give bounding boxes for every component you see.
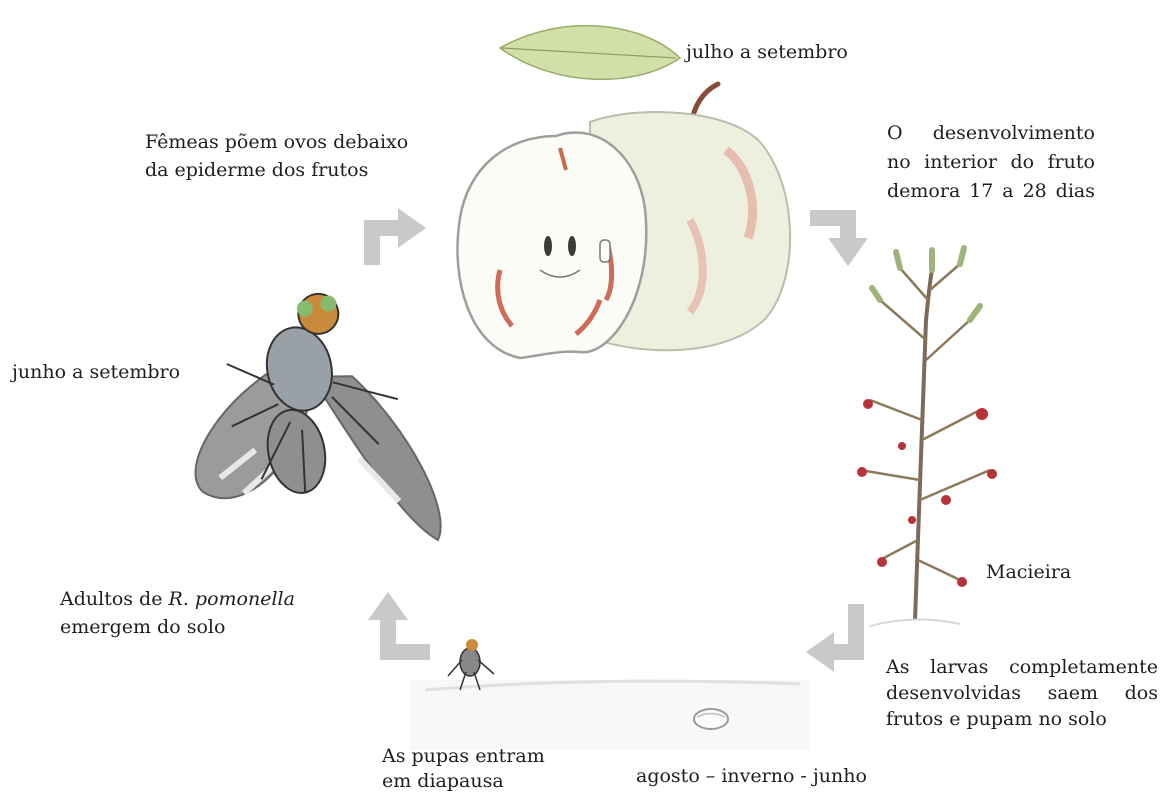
tree-fruit <box>957 577 967 587</box>
fly-illustration <box>164 278 445 586</box>
apple-illustration <box>458 26 791 358</box>
larvae-line: desenvolvidas saem dos <box>886 681 1158 706</box>
pupae-line: em diapausa <box>382 769 504 794</box>
adults-line: Adultos de R. pomonella <box>60 587 295 612</box>
cycle-arrow-icon <box>388 616 430 652</box>
cycle-arrow-icon <box>398 208 426 248</box>
adult-period-label: junho a setembro <box>12 360 180 385</box>
cycle-arrow-icon <box>806 632 834 672</box>
oviposition-line: da epiderme dos frutos <box>145 158 368 183</box>
larva <box>600 240 610 262</box>
cycle-arrow-icon <box>828 238 868 266</box>
tree-fruit <box>863 399 873 409</box>
tree-fruit <box>987 469 997 479</box>
cycle-arrow-icon <box>368 592 408 620</box>
tree-fruit <box>898 442 906 450</box>
pupa-period-label: agosto – inverno - junho <box>636 764 867 789</box>
tree-fruit <box>877 557 887 567</box>
pupae-line: As pupas entram <box>382 744 545 769</box>
development-line: demora 17 a 28 dias <box>887 179 1095 204</box>
apple-seed <box>568 236 576 256</box>
adults-line: emergem do solo <box>60 615 225 640</box>
tree-fruit <box>908 516 916 524</box>
development-line: no interior do fruto <box>887 150 1095 175</box>
tree-fruit <box>941 495 951 505</box>
tree-fruit <box>857 467 867 477</box>
tree-name-label: Macieira <box>986 560 1071 585</box>
pupa-illustration <box>694 709 728 729</box>
larvae-line: As larvas completamente <box>886 655 1158 680</box>
tree-illustration <box>857 248 997 626</box>
adults-prefix: Adultos de <box>60 588 169 610</box>
tree-fruit <box>976 408 988 420</box>
development-line: O desenvolvimento <box>887 121 1095 146</box>
apple-seed <box>544 236 552 256</box>
soil-background <box>410 680 810 750</box>
oviposition-line: Fêmeas põem ovos debaixo <box>145 130 408 155</box>
fly-right-wing <box>311 357 444 559</box>
tree-trunk <box>915 270 932 620</box>
species-name: R. pomonella <box>169 588 295 610</box>
larvae-line: frutos e pupam no solo <box>886 707 1107 732</box>
fruit-period-label: julho a setembro <box>686 40 848 65</box>
